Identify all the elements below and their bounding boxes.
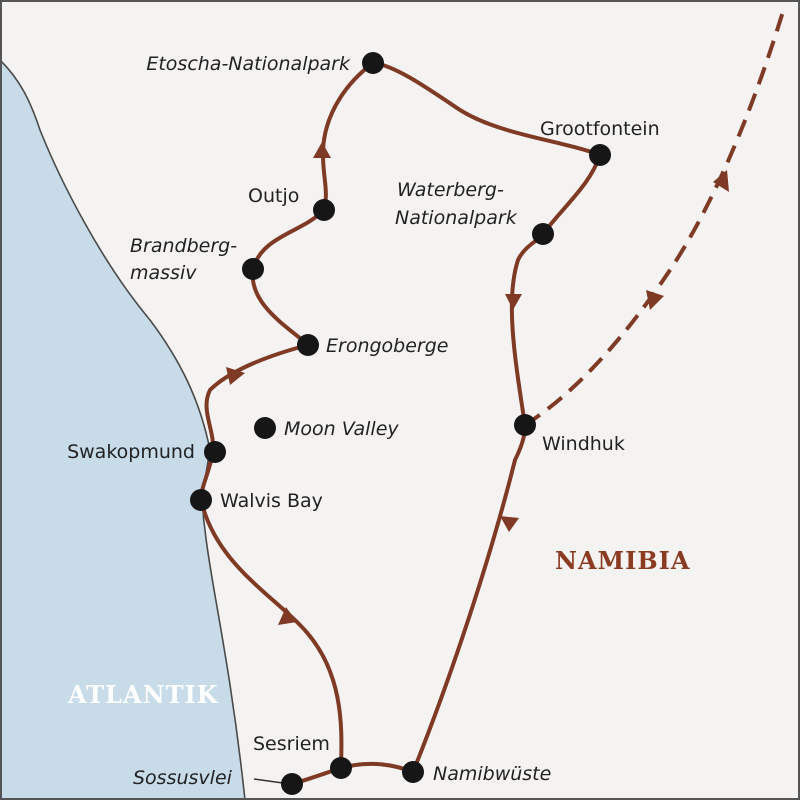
marker-waterberg <box>532 223 554 245</box>
label-waterberg-line2: Nationalpark <box>395 207 518 229</box>
ocean-area <box>0 60 245 800</box>
route-arrow-waterberg-south <box>505 294 522 310</box>
marker-erongoberge <box>297 334 319 356</box>
country-label: NAMIBIA <box>555 546 690 575</box>
international-route <box>523 4 787 427</box>
label-grootfontein: Grootfontein <box>540 118 660 140</box>
route-arrow-windhuk-south <box>500 516 519 532</box>
ocean-label: ATLANTIK <box>67 680 219 709</box>
label-walvis-bay: Walvis Bay <box>220 490 323 512</box>
marker-walvis-bay <box>190 489 212 511</box>
label-erongoberge: Erongoberge <box>326 335 448 357</box>
marker-namibwueste <box>402 761 424 783</box>
label-namibwueste: Namibwüste <box>433 763 551 785</box>
route-arrow-dashed-down <box>646 290 664 310</box>
label-etoscha: Etoscha-Nationalpark <box>146 53 351 75</box>
marker-sossusvlei <box>281 773 303 795</box>
marker-etoscha <box>362 52 384 74</box>
marker-moon-valley <box>254 417 276 439</box>
coastline <box>0 59 246 800</box>
route-arrow-north-outjo <box>313 142 331 158</box>
label-swakopmund: Swakopmund <box>67 441 195 463</box>
route-arrow-dashed-up <box>713 170 729 192</box>
marker-grootfontein <box>589 144 611 166</box>
marker-brandberg <box>242 258 264 280</box>
route-arrow-erongo <box>226 367 245 385</box>
label-brandberg-line1: Brandberg- <box>130 235 237 257</box>
marker-windhuk <box>514 414 536 436</box>
marker-outjo <box>313 199 335 221</box>
marker-sesriem <box>330 757 352 779</box>
route-arrow-sesriem-north <box>278 607 297 625</box>
label-moon-valley: Moon Valley <box>284 418 399 440</box>
label-sossusvlei: Sossusvlei <box>133 767 233 789</box>
label-sesriem: Sesriem <box>253 733 330 755</box>
label-windhuk: Windhuk <box>542 433 625 455</box>
label-outjo: Outjo <box>248 185 299 207</box>
label-waterberg-line1: Waterberg- <box>397 179 504 201</box>
marker-swakopmund <box>204 441 226 463</box>
label-brandberg-line2: massiv <box>130 262 197 284</box>
